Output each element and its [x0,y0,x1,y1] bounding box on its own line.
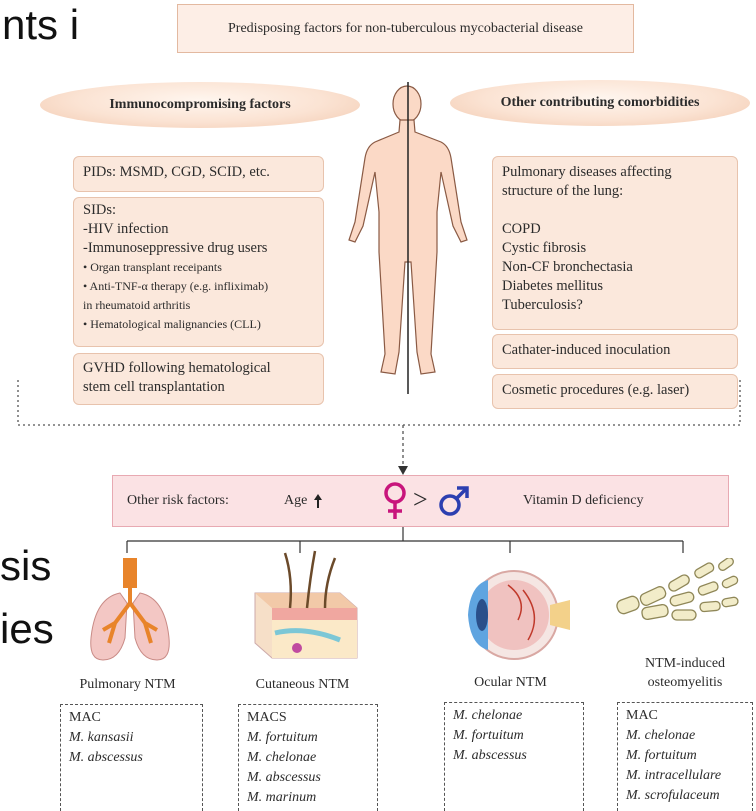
male-symbol-icon [437,484,471,518]
osteomyelitis-caption-line: osteomyelitis [615,675,755,691]
greater-than-sign: > [413,485,428,515]
diagram-title: Predisposing factors for non-tuberculous… [177,4,634,53]
cutaneous-ntm-caption: Cutaneous NTM [230,677,375,693]
age-label: Age [284,493,307,509]
organism-label: M. intracellulare [626,766,744,786]
sids-box: SIDs: -HIV infection -Immunoseppressive … [73,197,324,347]
sids-line: -HIV infection [83,220,314,239]
vitamin-d-label: Vitamin D deficiency [523,493,643,509]
organism-label: M. abscessus [453,746,575,766]
ocular-organisms-box: M. chelonae M. fortuitum M. abscessus [444,702,584,811]
sids-bullet: in rheumatoid arthritis [83,296,314,315]
comorbidity-item: Non-CF bronchectasia [502,258,728,277]
sids-bullet: • Organ transplant receipants [83,258,314,277]
slide-text-fragment-ies: ies [0,608,54,650]
pulmonary-heading-line: structure of the lung: [502,182,728,201]
sids-heading: SIDs: [83,201,314,220]
pids-box: PIDs: MSMD, CGD, SCID, etc. [73,156,324,192]
risk-factors-box: Other risk factors: Age > Vitamin D defi… [112,475,729,527]
pulmonary-ntm-caption: Pulmonary NTM [55,677,200,693]
organism-label: M. chelonae [247,748,369,768]
catheter-text: Cathater-induced inoculation [502,342,670,358]
skin-icon [245,548,365,668]
sids-line: -Immunoseppressive drug users [83,239,314,258]
organism-label: MACS [247,708,369,728]
risk-label: Other risk factors: [127,493,229,509]
organism-label: M. abscessus [69,748,194,768]
organism-label: M. kansasii [69,728,194,748]
organism-label: M. chelonae [626,726,744,746]
pulmonary-diseases-box: Pulmonary diseases affecting structure o… [492,156,738,330]
sids-bullet: • Anti-TNF-α therapy (e.g. infliximab) [83,277,314,296]
comorbidity-item: Cystic fibrosis [502,239,728,258]
female-symbol-icon [381,481,409,521]
hand-bones-icon [612,558,742,638]
organism-label: M. abscessus [247,768,369,788]
catheter-box: Cathater-induced inoculation [492,334,738,369]
organism-label: M. chelonae [453,706,575,726]
comorbidity-item: COPD [502,220,728,239]
cutaneous-organisms-box: MACS M. fortuitum M. chelonae M. abscess… [238,704,378,811]
osteomyelitis-caption-line: NTM-induced [615,656,755,672]
human-figure-icon [345,82,475,412]
organism-label: M. fortuitum [453,726,575,746]
up-arrow-icon [314,494,322,508]
pulmonary-organisms-box: MAC M. kansasii M. abscessus [60,704,203,811]
comorbidity-item: Diabetes mellitus [502,277,728,296]
organism-label: MAC [626,706,744,726]
organism-label: MAC [69,708,194,728]
osteomyelitis-organisms-box: MAC M. chelonae M. fortuitum M. intracel… [617,702,753,811]
ocular-ntm-caption: Ocular NTM [438,675,583,691]
sids-bullet: • Hematological malignancies (CLL) [83,315,314,334]
eye-icon [448,560,573,670]
organism-label: M. fortuitum [247,728,369,748]
comorbidities-header: Other contributing comorbidities [450,80,750,126]
lungs-icon [85,548,175,668]
comorbidity-item: Tuberculosis? [502,296,728,315]
slide-text-fragment-top: nts i [2,4,79,46]
organism-label: M. scrofulaceum [626,786,744,806]
organism-label: M. fortuitum [626,746,744,766]
gvhd-line: GVHD following hematological [83,359,314,378]
immunocompromising-header: Immunocompromising factors [40,82,360,128]
pids-text: PIDs: MSMD, CGD, SCID, etc. [83,164,270,180]
bracket-connector [0,380,756,480]
pulmonary-heading-line: Pulmonary diseases affecting [502,163,728,182]
organism-label: M. marinum [247,788,369,808]
